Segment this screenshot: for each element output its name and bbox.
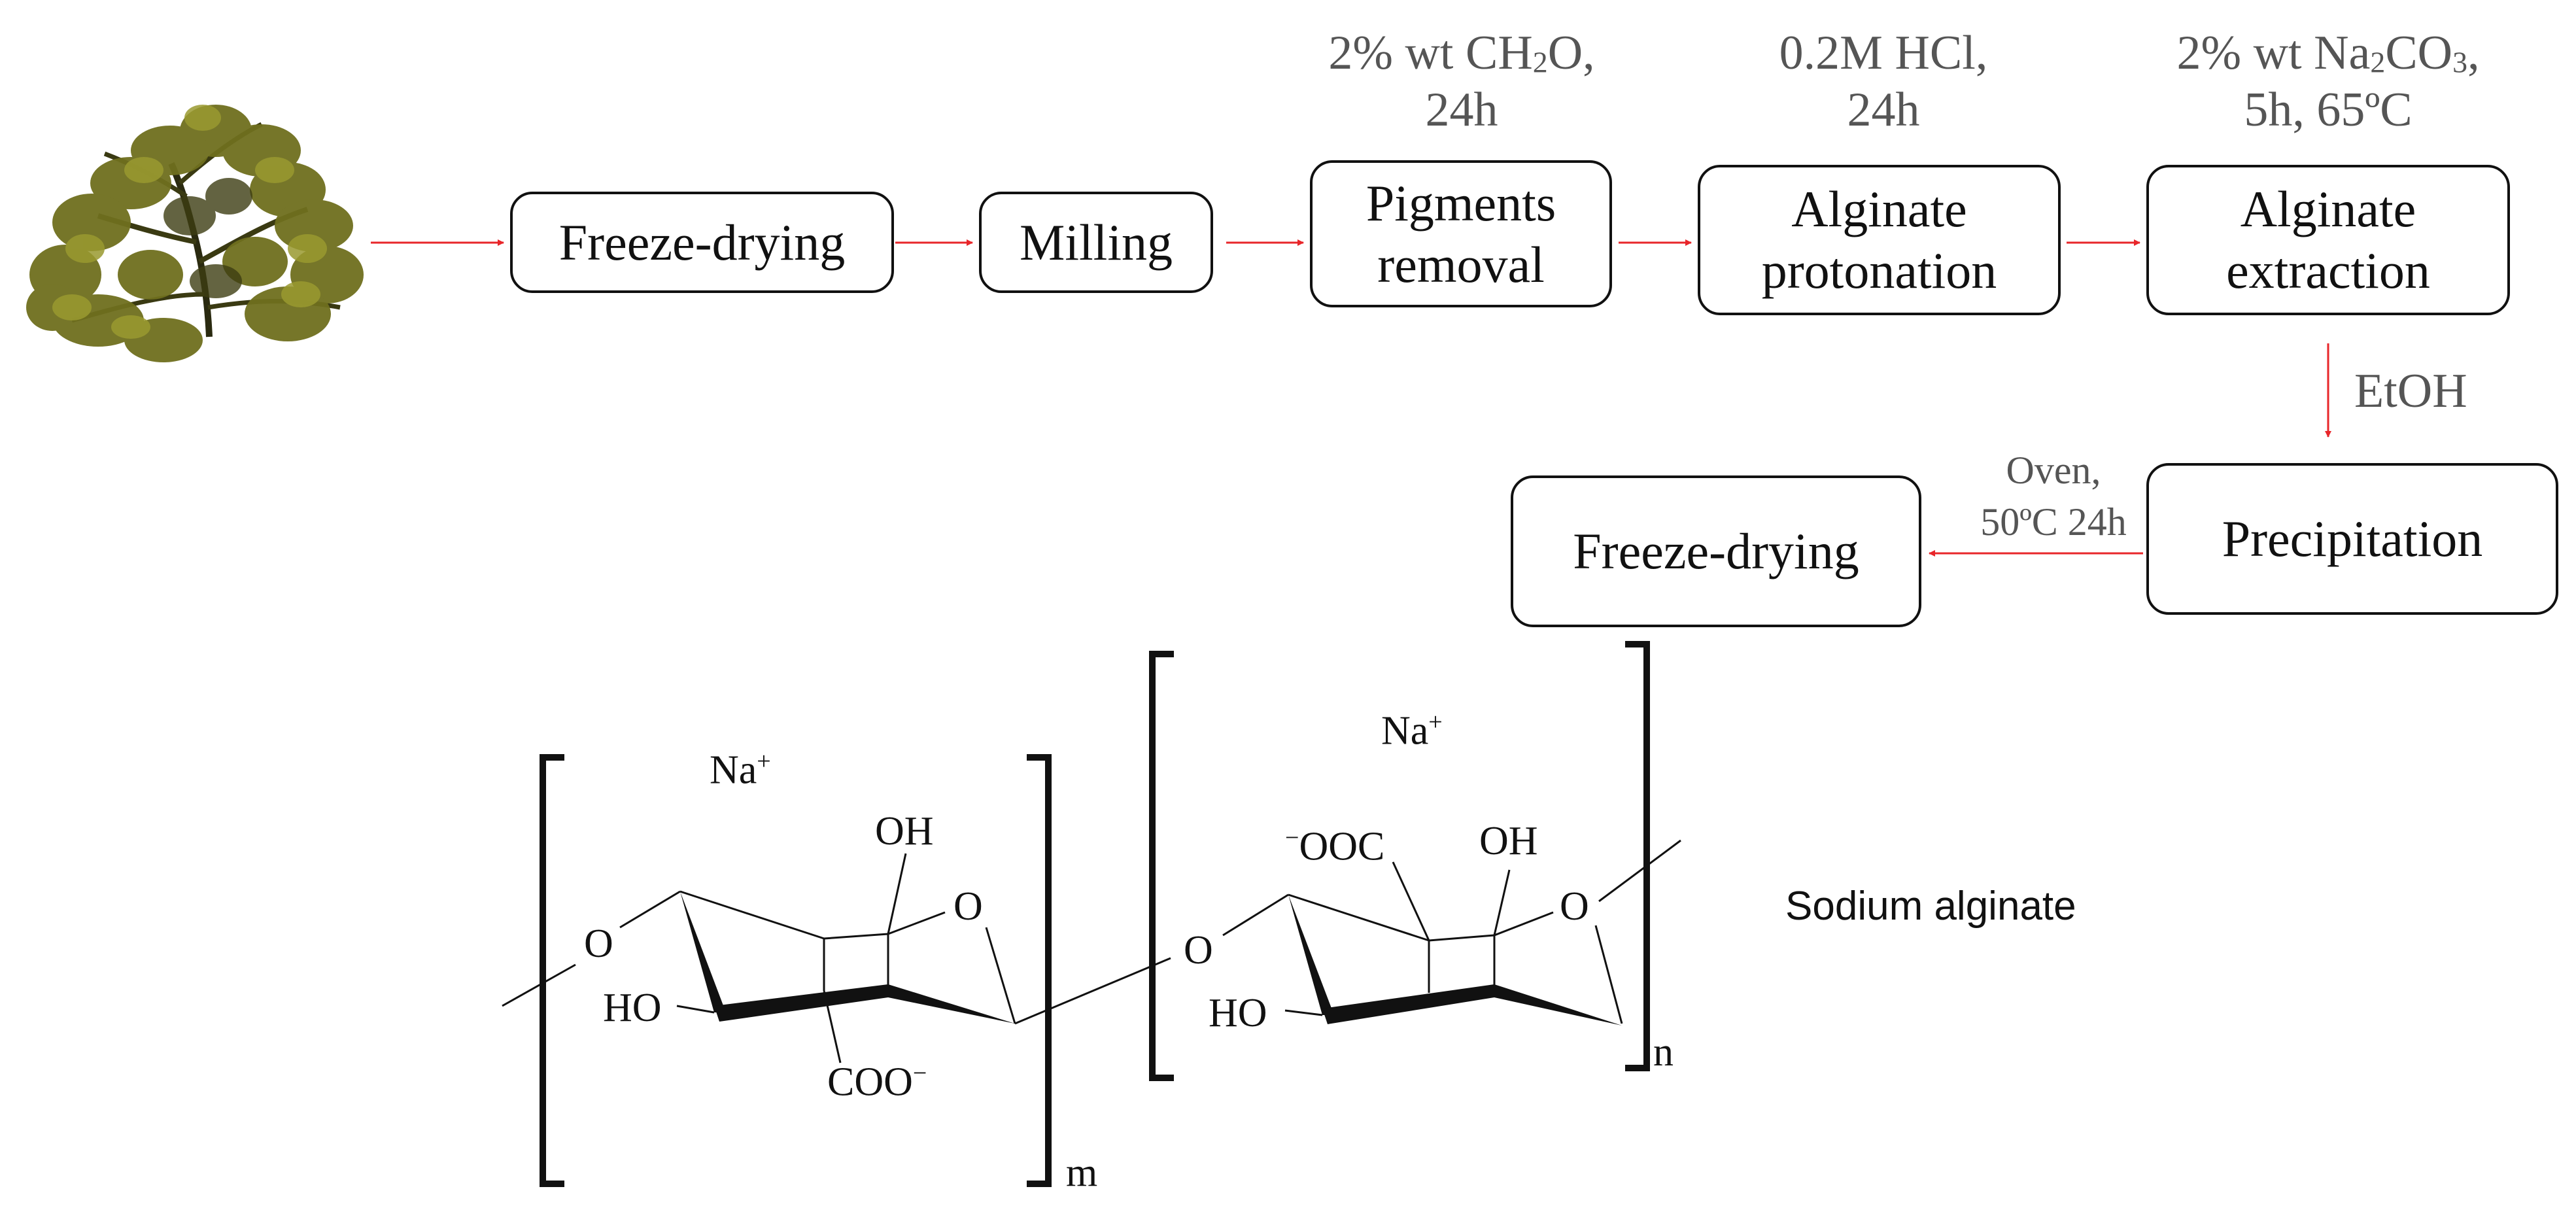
bracket-n-right [1625,641,1650,1071]
unit1-coo-bond [823,990,842,1063]
unit2-outer-bond [1598,839,1681,903]
freeze-drying-step-2-label: Freeze-drying [1573,523,1859,580]
unit1-wedge-left [680,891,726,1012]
unit2-ring-o-label: O [1560,884,1589,929]
pigments-conditions-line1: 2% wt CH2O, [1269,25,1655,82]
pigments-conditions-prefix: 2% wt CH [1328,26,1533,80]
extraction-conditions-subscript-1: 2 [2370,45,2386,79]
unit1-ring-o-label: O [953,884,983,929]
unit2-ooc-label: −OOC [1285,825,1384,867]
unit1-subscript-m: m [1066,1150,1098,1195]
extraction-conditions-mid: CO [2385,26,2453,80]
unit1-c2-to-ring-o [887,911,946,935]
precipitation-reagent-label: EtOH [2354,364,2467,418]
bridge-o-label: O [1184,928,1213,973]
unit2-subscript-n: n [1653,1030,1674,1075]
unit2-bold-bottom [1322,984,1494,1024]
unit1-ring-o-to-c1 [985,927,1016,1024]
unit2-oh-label: OH [1479,819,1538,863]
unit2-cation-symbol: Na [1381,708,1429,753]
freeze-drying-step-1: Freeze-drying [510,192,894,293]
drying-conditions-line1: Oven, [2006,449,2101,492]
alginate-protonation-label-line1: Alginate [1791,181,1967,238]
unit1-oh-label: OH [875,809,934,854]
unit2-cation: Na+ [1381,710,1443,751]
unit2-cation-charge: + [1428,708,1443,736]
extraction-conditions-subscript-2: 3 [2452,45,2468,79]
unit1-o-to-c4 [619,890,681,929]
sodium-alginate-name: Sodium alginate [1785,884,2076,929]
unit1-c1-to-bridge-o [1014,957,1171,1025]
unit1-outer-bond [502,963,576,1007]
pigments-conditions-subscript: 2 [1532,45,1548,79]
unit2-ho-bond [1284,1009,1323,1016]
drying-conditions-line2: 50ºC 24h [1980,500,2127,544]
extraction-conditions-suffix: , [2467,26,2480,80]
extraction-conditions-line1: 2% wt Na2CO3, [2138,25,2518,82]
protonation-conditions-line2: 24h [1847,82,1920,137]
freeze-drying-step-1-label: Freeze-drying [558,213,846,271]
milling-step: Milling [979,192,1213,293]
unit2-ooc-text: OOC [1299,824,1385,869]
pigments-conditions-line2: 24h [1425,82,1498,137]
unit2-c4-to-c3 [1288,893,1430,942]
extraction-conditions-prefix: 2% wt Na [2176,26,2371,80]
bracket-n-left [1149,651,1174,1081]
extraction-conditions-line2: 5h, 65ºC [2244,82,2413,137]
seaweed-icon [26,105,364,362]
unit2-ooc-bond [1392,861,1430,941]
bracket-m-left [540,754,564,1187]
protonation-conditions-line1: 0.2M HCl, [1779,26,1988,80]
pigments-removal-conditions: 2% wt CH2O, 24h [1269,25,1655,138]
unit2-ho-label: HO [1209,991,1267,1035]
milling-step-label: Milling [1019,213,1173,271]
unit2-c3-to-c2 [1428,934,1495,942]
drying-conditions: Oven, 50ºC 24h [1955,445,2152,548]
unit1-wedge-right [888,984,1015,1024]
unit1-coo-label: COO− [827,1061,927,1103]
alginate-extraction-step: Alginate extraction [2146,165,2510,315]
unit2-wedge-left [1288,895,1334,1015]
alginate-extraction-label-line1: Alginate [2240,181,2416,238]
pigments-removal-label-line2: removal [1377,235,1545,293]
precipitation-step-label: Precipitation [2222,510,2483,568]
pigments-removal-label-line1: Pigments [1365,174,1556,232]
unit2-wedge-right [1494,984,1622,1026]
unit1-cation: Na+ [710,749,771,791]
unit1-link-o-label: O [584,922,613,966]
unit2-ring-o-to-c1 [1594,925,1623,1024]
unit2-c2-to-ring-o [1494,911,1554,937]
alginate-protonation-step: Alginate protonation [1698,165,2061,315]
unit1-cation-charge: + [757,748,771,775]
unit1-c2-oh-bond [887,853,907,935]
unit1-bold-bottom [714,984,888,1022]
unit2-oh-bond [1493,869,1511,936]
unit1-cation-symbol: Na [710,748,757,793]
extraction-conditions: 2% wt Na2CO3, 5h, 65ºC [2138,25,2518,138]
unit2-ooc-charge: − [1285,824,1299,852]
unit1-c3-to-c2 [823,933,889,940]
unit1-c4-to-c3 [679,890,825,940]
freeze-drying-step-2: Freeze-drying [1511,475,1921,627]
pigments-conditions-suffix: O, [1547,26,1595,80]
unit1-coo-text: COO [827,1060,913,1105]
pigments-removal-step: Pigments removal [1310,160,1612,307]
alginate-extraction-label-line2: extraction [2226,242,2430,299]
unit2-bridge-o-to-c4 [1222,893,1289,937]
bracket-m-right [1027,754,1052,1187]
protonation-conditions: 0.2M HCl, 24h [1720,25,2047,138]
precipitation-step: Precipitation [2146,463,2558,615]
unit1-ho-label: HO [603,986,662,1030]
unit1-coo-charge: − [912,1060,927,1087]
alginate-protonation-label-line2: protonation [1761,242,1997,299]
unit1-ho-bond [676,1005,715,1014]
